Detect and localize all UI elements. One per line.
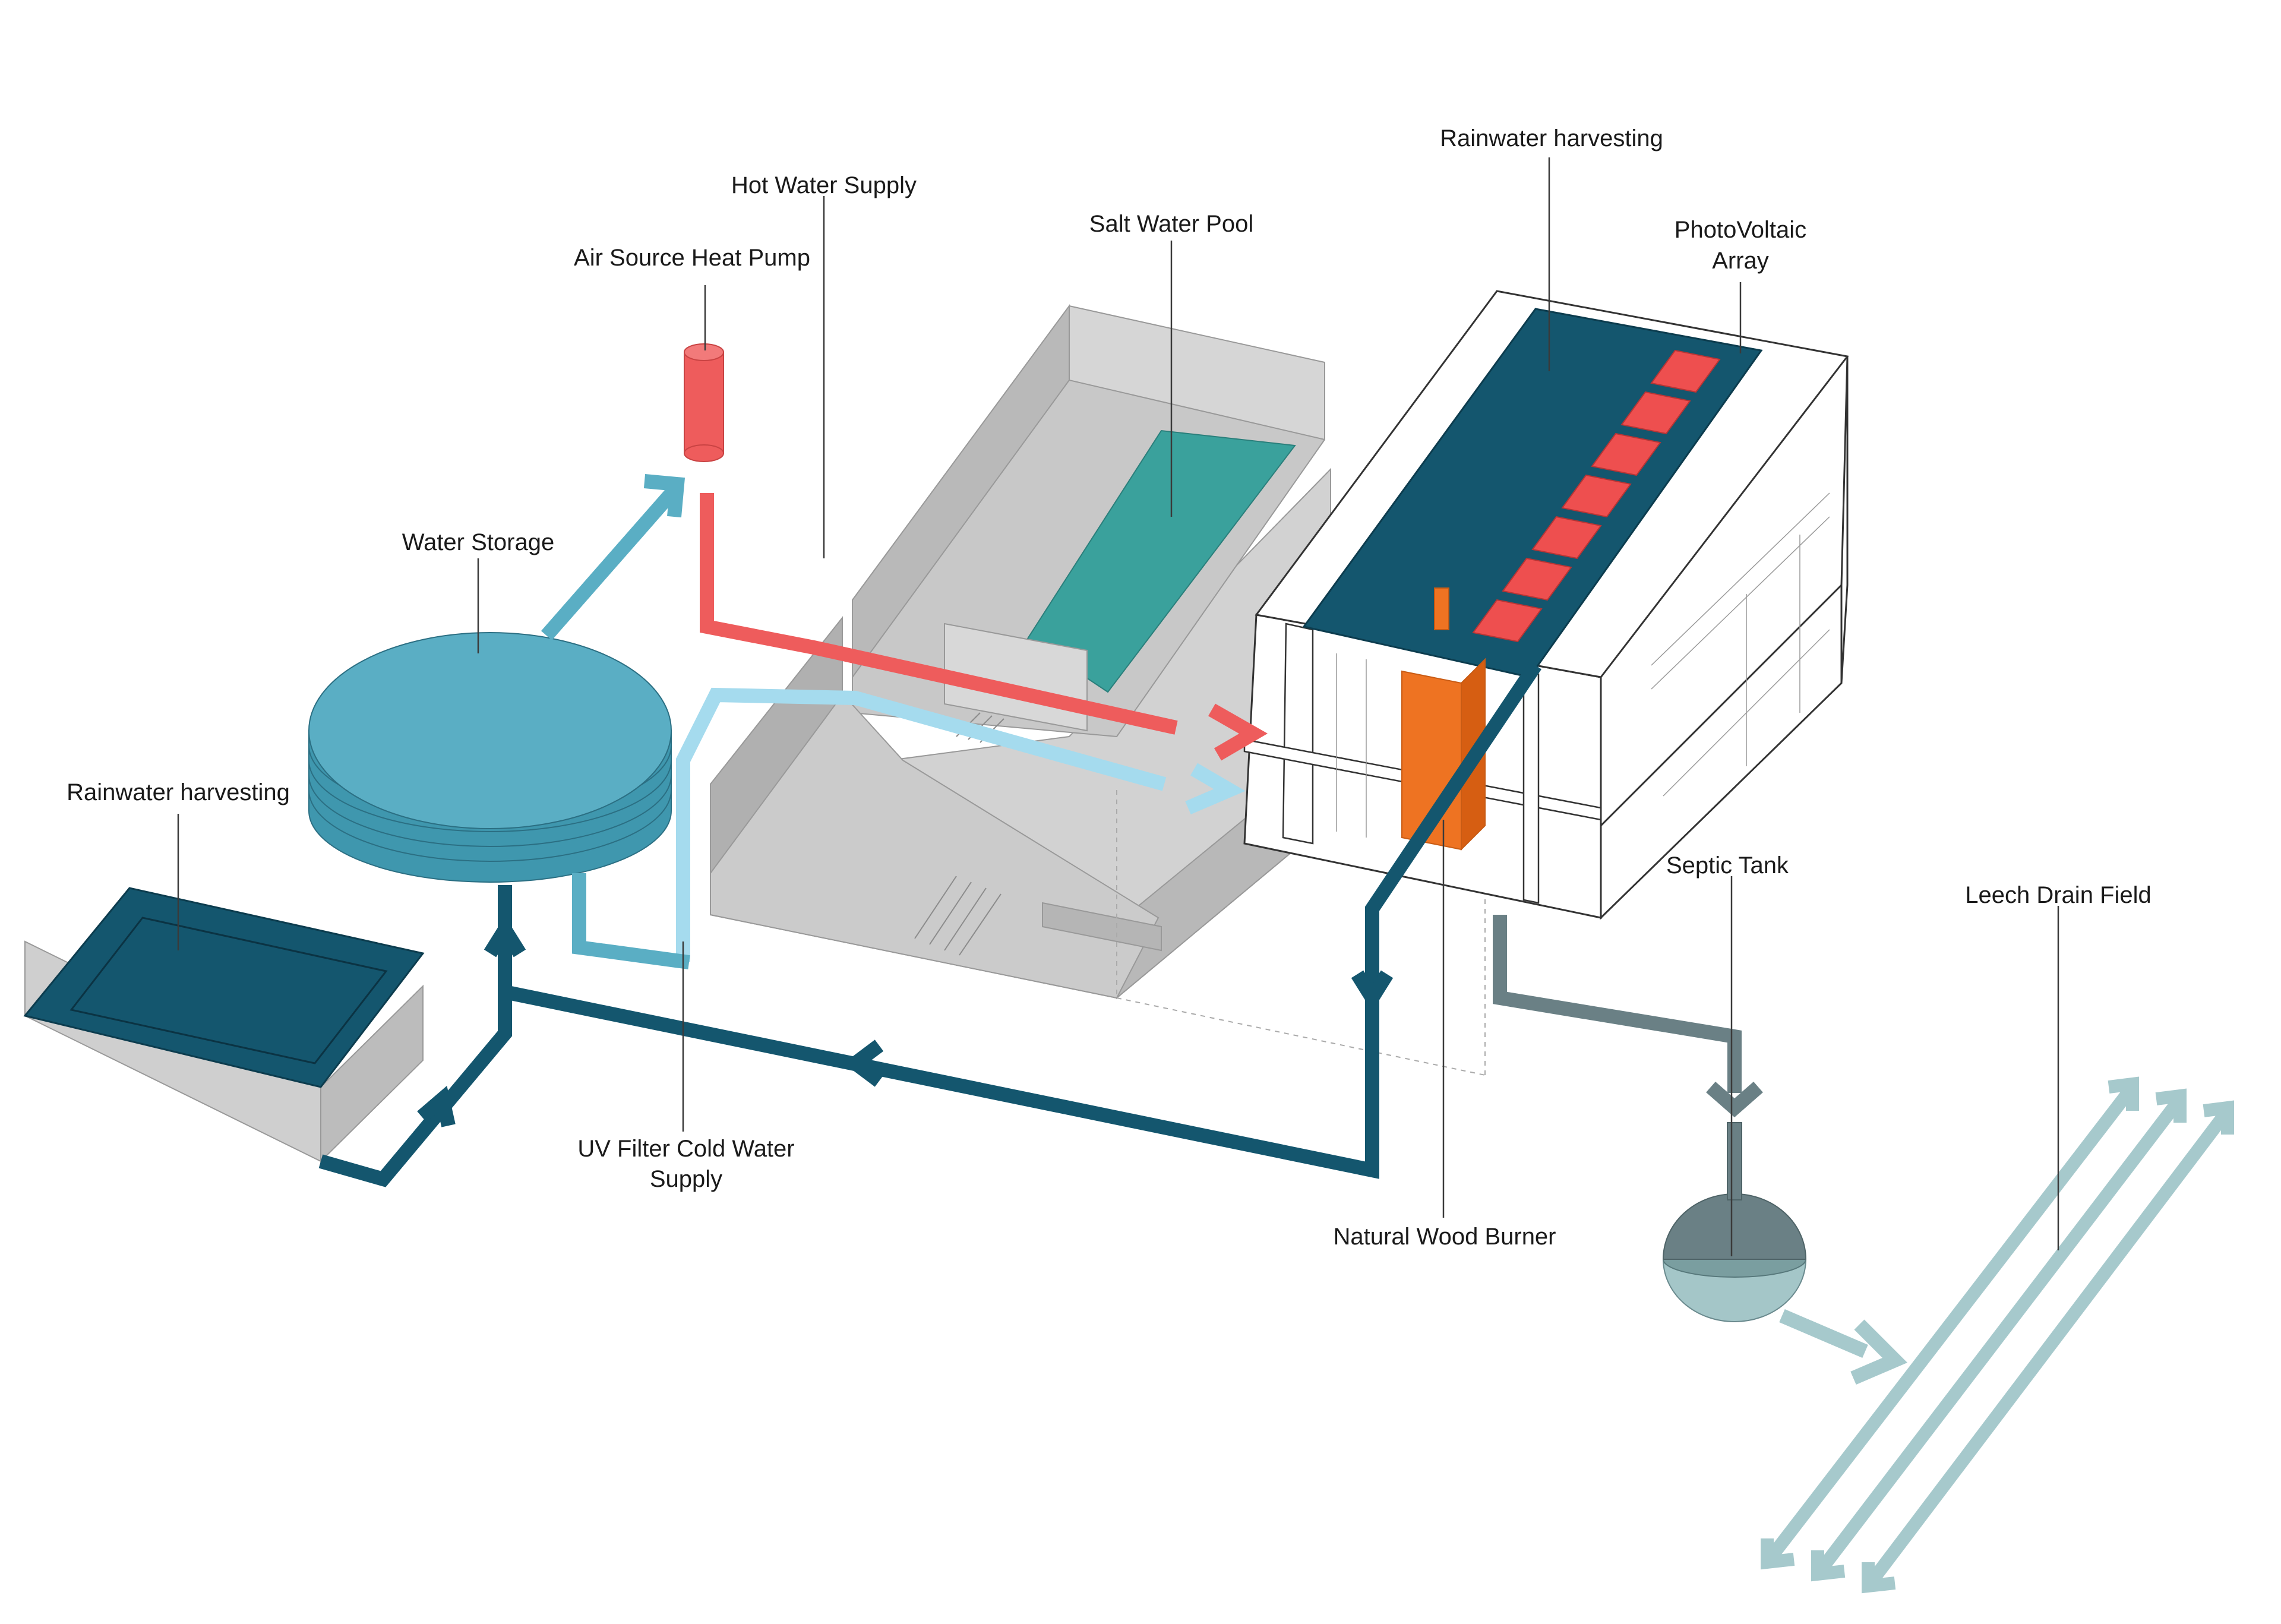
label-wood-burner: Natural Wood Burner — [1334, 1224, 1556, 1250]
rainwater-tank-inner — [69, 917, 388, 1064]
cold-water-arrow — [1185, 763, 1246, 815]
storage-to-heat-pump-arrow — [643, 474, 685, 518]
rainwater-tank-top — [23, 887, 425, 1088]
label-uv-line2: Supply — [650, 1166, 722, 1192]
pv-panel — [1502, 557, 1572, 601]
septic-flow — [1493, 915, 1763, 1117]
photovoltaic-array — [1472, 349, 1721, 643]
label-pv-line1: PhotoVoltaic — [1675, 217, 1806, 243]
label-leech: Leech Drain Field — [1965, 882, 2152, 908]
septic-arrow — [1706, 1081, 1763, 1117]
hot-water-flow — [700, 493, 1268, 761]
storage-outflow — [572, 873, 690, 969]
septic-outflow — [1779, 1309, 1868, 1358]
septic-tank-upper — [1662, 1193, 1807, 1260]
label-septic: Septic Tank — [1666, 852, 1789, 879]
septic-tank — [1662, 1122, 1908, 1385]
drain-line — [1863, 1107, 2233, 1590]
septic-tank-inlet — [1727, 1122, 1742, 1200]
water-storage-tank — [308, 632, 672, 883]
pv-panel — [1650, 349, 1721, 393]
label-hot-water: Hot Water Supply — [731, 172, 917, 198]
storage-to-heat-pump — [541, 474, 685, 640]
house-interior-lines — [1336, 492, 1830, 838]
hot-water-arrow — [1208, 703, 1268, 761]
rainwater-return-flow — [318, 661, 1541, 1187]
leech-drain-field — [1761, 1076, 2234, 1594]
drain-line — [1762, 1083, 2138, 1566]
label-salt-pool: Salt Water Pool — [1089, 211, 1253, 237]
pv-panel — [1531, 516, 1602, 560]
label-rainwater-roof: Rainwater harvesting — [1440, 125, 1663, 151]
house — [1243, 290, 1849, 920]
water-storage-top — [308, 632, 672, 829]
leader-lines — [177, 157, 2059, 1256]
label-uv-line1: UV Filter Cold Water — [577, 1136, 794, 1162]
label-pv-line2: Array — [1712, 248, 1769, 274]
label-water-storage: Water Storage — [402, 529, 554, 555]
cold-water-flow — [676, 687, 1246, 962]
return-arrow-down — [1351, 970, 1394, 1012]
return-arrow-up — [484, 916, 526, 958]
return-arrow-up-lower — [417, 1085, 456, 1127]
drain-line — [1812, 1095, 2185, 1578]
label-heat-pump: Air Source Heat Pump — [574, 245, 810, 271]
heat-pump-top — [684, 343, 724, 361]
pv-panel — [1620, 391, 1691, 435]
house-end — [1840, 356, 1849, 684]
pv-panel — [1591, 432, 1661, 476]
wood-burner-flue — [1434, 587, 1449, 630]
pv-panel — [1472, 599, 1543, 643]
return-arrow-left — [843, 1040, 884, 1087]
labels: Rainwater harvesting PhotoVoltaic Array … — [67, 125, 2152, 1250]
label-rainwater-tank: Rainwater harvesting — [67, 779, 290, 805]
rainwater-tank — [23, 887, 425, 1163]
pv-panel — [1561, 474, 1632, 518]
rainwater-tank-side — [320, 984, 424, 1163]
heat-pump — [684, 343, 724, 462]
